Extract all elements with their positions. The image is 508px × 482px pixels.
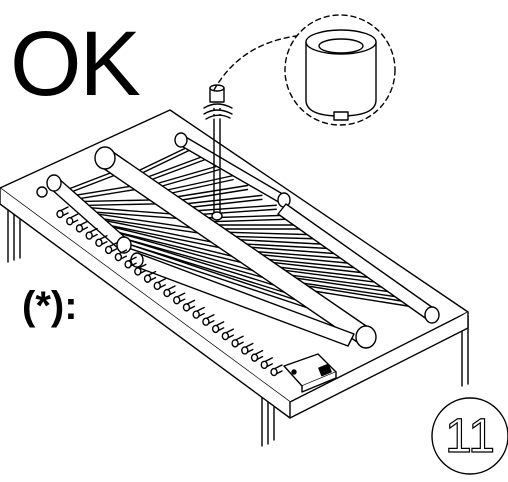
tube-stub (173, 292, 186, 305)
tube-stub (202, 314, 215, 326)
tube-stub (231, 335, 244, 348)
table-top (0, 109, 469, 419)
ladder-rail (179, 194, 263, 210)
tube-stub (85, 227, 98, 240)
tube-stub (260, 357, 273, 370)
ladder-panel-left (65, 169, 309, 309)
tube-stub (241, 342, 254, 355)
tube-stub (211, 321, 225, 334)
step-number: 11 (444, 409, 495, 463)
tube-stub (182, 299, 196, 312)
ladder-rail (77, 199, 161, 207)
tube-stub (270, 364, 283, 377)
tube-stub (114, 249, 128, 262)
tube-stub (153, 278, 166, 291)
ladder-rail (163, 174, 234, 196)
control-box (283, 353, 337, 393)
ladder-rail (139, 145, 191, 175)
tube-stub (124, 256, 137, 269)
tube-stub (75, 220, 89, 233)
tube-stub (66, 213, 79, 226)
ladder-rail (96, 218, 225, 250)
tube-stub (250, 349, 264, 362)
tube-stub (163, 285, 176, 298)
detail-callout (213, 14, 396, 126)
step-circle (431, 397, 508, 475)
tube-stub (192, 306, 205, 319)
tube-stub (95, 235, 108, 247)
tube-stub (134, 263, 147, 276)
frame-bars (36, 132, 440, 349)
adjustment-screw (203, 84, 233, 221)
note-label: (*): (22, 284, 78, 328)
tube-stub (56, 206, 69, 219)
ladder-rail (65, 169, 119, 195)
ladder-rail (90, 212, 204, 235)
tube-stub (104, 242, 118, 255)
ladder-rail (102, 223, 246, 265)
ladder-rail (171, 184, 249, 203)
ladder-rail (147, 155, 206, 182)
status-label: OK (10, 13, 141, 115)
ladder-rail (155, 165, 220, 189)
tube-stub (143, 270, 157, 283)
ladder-rail (71, 184, 140, 201)
ladder-rail (121, 241, 309, 309)
ladder-rail (83, 206, 183, 220)
side-tube-stubs (56, 206, 283, 377)
tube-stub (221, 328, 235, 341)
